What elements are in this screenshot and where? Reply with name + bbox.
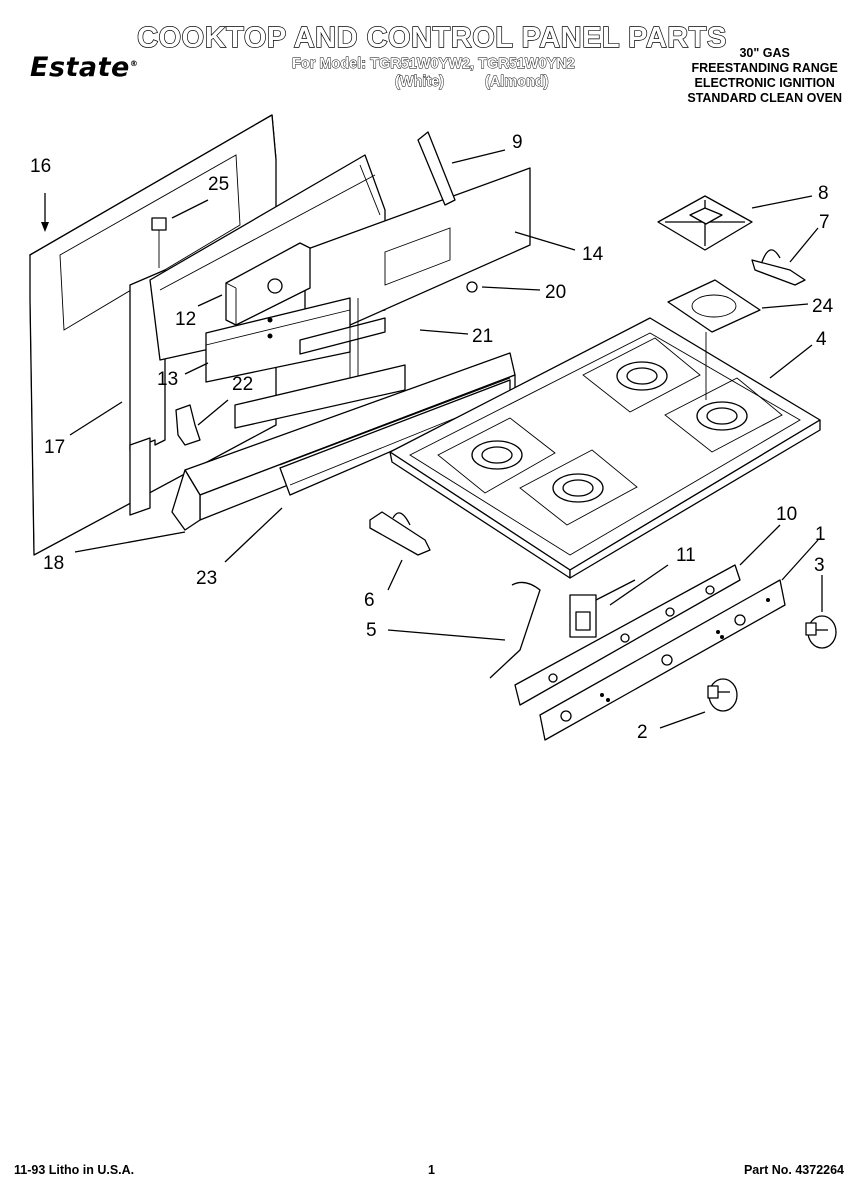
part-7-clamp <box>751 249 806 286</box>
callout-11: 11 <box>676 545 696 566</box>
variant-white: (White) <box>395 74 445 91</box>
callout-6: 6 <box>364 590 375 611</box>
callout-4: 4 <box>816 329 827 350</box>
part-5-wire <box>489 581 541 679</box>
callout-2: 2 <box>637 722 648 743</box>
part-8-grate <box>657 195 753 251</box>
part-10-strip <box>514 564 741 706</box>
part-6-bracket <box>369 511 431 556</box>
callout-labels: 16 25 12 13 22 17 18 23 6 5 9 14 20 21 8… <box>30 132 834 743</box>
callout-16: 16 <box>30 156 51 177</box>
spec-block: 30" GAS FREESTANDING RANGE ELECTRONIC IG… <box>687 46 842 106</box>
footer-page-number: 1 <box>428 1163 435 1177</box>
spec-line-4: STANDARD CLEAN OVEN <box>687 91 842 105</box>
callout-25: 25 <box>208 174 229 195</box>
model-line: For Model: TGR51W0YW2, TGR51W0YN2 <box>292 56 576 73</box>
callout-9: 9 <box>512 132 523 153</box>
callout-1: 1 <box>815 524 826 545</box>
callout-21: 21 <box>472 326 493 347</box>
part-3-knob <box>805 615 837 649</box>
part-1-control-bracket <box>539 579 786 741</box>
callout-14: 14 <box>582 244 604 265</box>
part-4-cooktop <box>389 317 821 579</box>
spec-line-3: ELECTRONIC IGNITION <box>694 76 835 90</box>
callout-23: 23 <box>196 568 217 589</box>
footer-part-number: Part No. 4372264 <box>743 1163 844 1177</box>
spec-line-2: FREESTANDING RANGE <box>691 61 838 75</box>
callout-5: 5 <box>366 620 377 641</box>
part-2-knob <box>707 678 738 712</box>
callout-7: 7 <box>819 212 830 233</box>
part-22-clip <box>175 404 201 446</box>
part-11-spark-module <box>569 579 636 638</box>
callout-13: 13 <box>157 369 178 390</box>
footer-litho: 11-93 Litho in U.S.A. <box>14 1163 135 1177</box>
callout-8: 8 <box>818 183 829 204</box>
part-25-switch <box>151 217 167 268</box>
page-title: COOKTOP AND CONTROL PANEL PARTS <box>136 21 727 54</box>
callout-3: 3 <box>814 555 825 576</box>
callout-22: 22 <box>232 374 253 395</box>
callout-18: 18 <box>43 553 64 574</box>
callout-17: 17 <box>44 437 65 458</box>
callout-10: 10 <box>776 504 797 525</box>
spec-line-1: 30" GAS <box>739 46 790 60</box>
part-9-hinge <box>417 131 456 206</box>
brand-mark: ® <box>129 59 139 68</box>
leader-lines <box>41 149 823 729</box>
part-24-burner-plate <box>667 279 761 400</box>
part-20-screw <box>466 281 478 293</box>
part-trim-strip <box>234 364 406 429</box>
callout-12: 12 <box>175 309 196 330</box>
callout-20: 20 <box>545 282 566 303</box>
variant-almond: (Almond) <box>485 74 550 91</box>
callout-24: 24 <box>812 296 834 317</box>
brand-logo: Estate® <box>30 52 138 83</box>
part-12-module <box>225 242 311 326</box>
brand-name: Estate <box>30 52 130 83</box>
